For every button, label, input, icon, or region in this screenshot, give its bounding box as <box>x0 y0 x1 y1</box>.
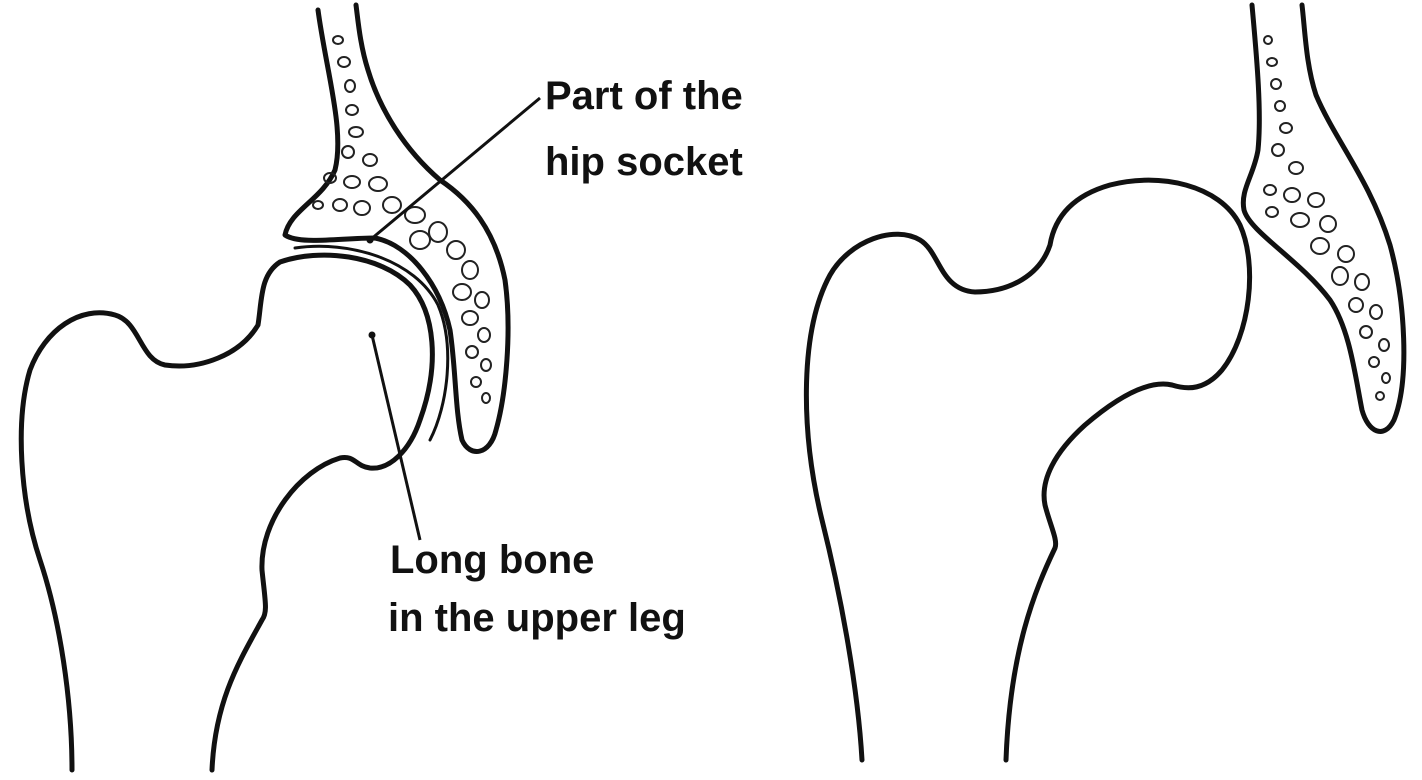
right-femur-bone <box>806 180 1249 760</box>
femur-label-line2: in the upper leg <box>388 596 686 640</box>
socket-label-line2: hip socket <box>545 140 743 184</box>
right-panel-header-cut <box>860 0 1340 6</box>
socket-pointer-dot <box>367 237 374 244</box>
femur-label-line1: Long bone <box>390 538 594 582</box>
left-panel-header-cut <box>120 0 500 6</box>
femur-pointer-dot <box>369 332 376 339</box>
socket-label-line1: Part of the <box>545 74 743 118</box>
normal-hip-panel <box>21 5 540 770</box>
dislocated-hip-panel <box>806 5 1403 760</box>
